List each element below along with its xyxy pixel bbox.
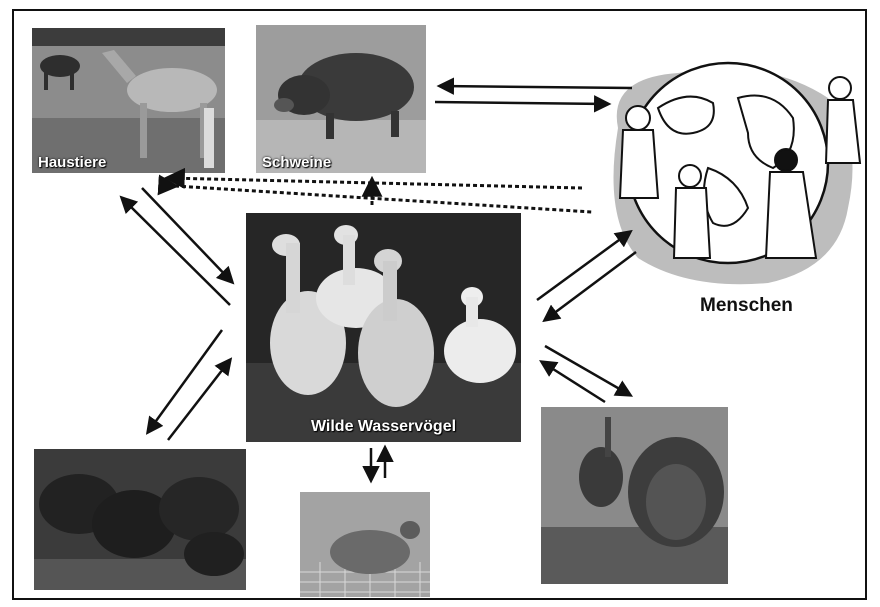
arrow-chickens-to-ducks [168, 360, 230, 440]
arrow-turkey-to-ducks [542, 362, 605, 402]
arrow-humans-to-pig [440, 86, 632, 88]
arrow-ducks-to-horses [122, 198, 230, 305]
dotted-arrow-humans-to-horses [168, 178, 582, 188]
dotted-arrow-horses-humans [175, 186, 592, 212]
arrow-horses-to-ducks [142, 188, 232, 282]
arrow-pig-to-humans [435, 102, 608, 104]
arrow-ducks-to-turkey [545, 346, 630, 395]
